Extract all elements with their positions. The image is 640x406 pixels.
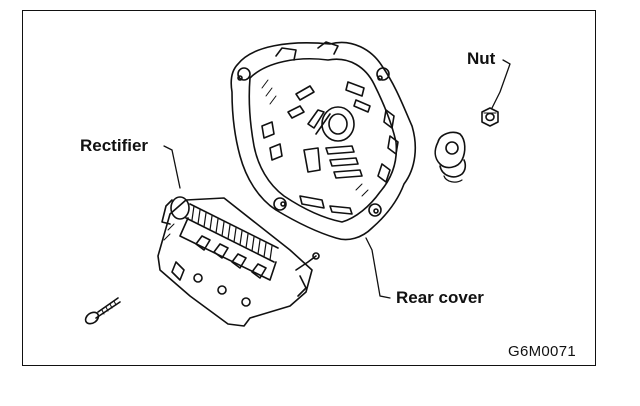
rear-cover-part xyxy=(230,41,417,241)
insulator-part xyxy=(434,131,467,183)
nut-label: Nut xyxy=(467,49,496,68)
figure-frame xyxy=(22,10,596,366)
figure-code: G6M0071 xyxy=(508,343,576,360)
rectifier-part xyxy=(157,196,320,327)
rectifier-label: Rectifier xyxy=(80,136,149,155)
screw-part xyxy=(84,297,121,325)
rear-cover-label: Rear cover xyxy=(396,288,484,307)
leader-rear-cover xyxy=(365,237,391,299)
leader-nut xyxy=(491,59,511,109)
leader-rectifier xyxy=(163,145,181,189)
nut-part xyxy=(481,107,499,127)
